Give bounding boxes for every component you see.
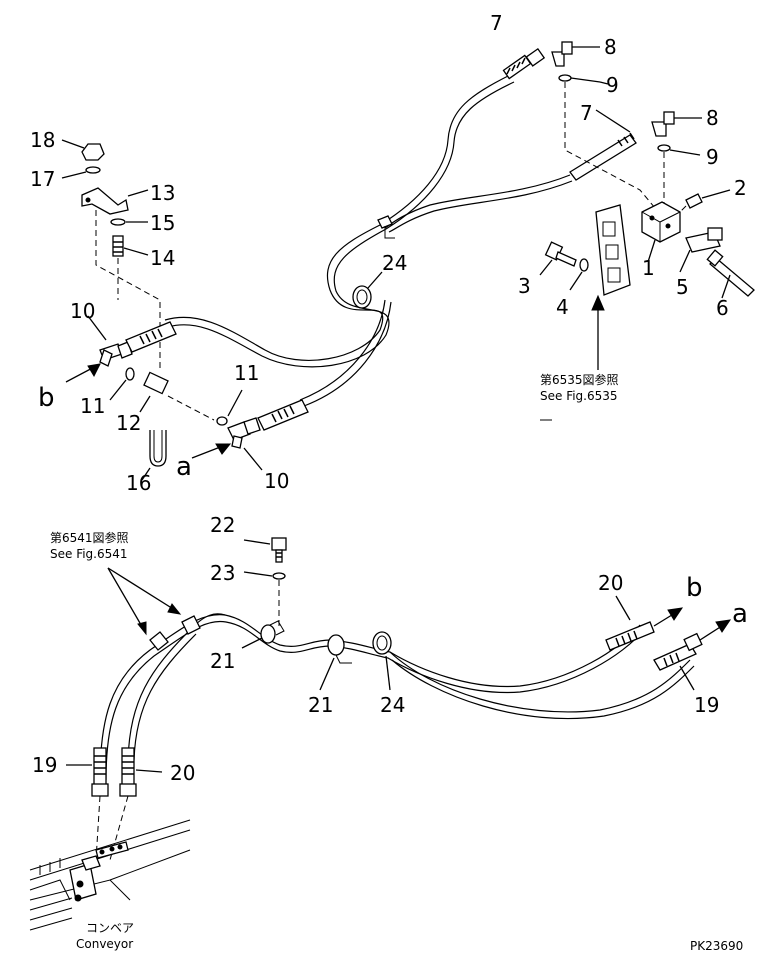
bolt-3 [539,241,577,276]
callout-14: 14 [150,246,175,270]
callout-24-bottom: 24 [380,693,405,717]
callout-13: 13 [150,181,175,205]
callout-9-right: 9 [706,145,719,169]
connection-b-bottom: b [686,573,703,603]
hose-end-20-right [605,595,684,651]
o-ring-11-right [216,416,228,426]
plug-2 [679,189,731,213]
ref-6535-jp: 第6535図参照 [540,372,619,387]
sleeve-12 [139,371,215,421]
callout-23: 23 [210,561,235,585]
callout-20-right: 20 [598,571,623,595]
u-bolt-16 [141,430,167,481]
callout-7-top: 7 [490,11,503,35]
connection-a-bottom: a [732,599,748,629]
mounting-plate [591,204,631,370]
callout-5: 5 [676,275,689,299]
washer-4 [579,258,589,272]
callout-22: 22 [210,513,235,537]
callout-6: 6 [716,296,729,320]
callout-19-left: 19 [32,753,57,777]
tee-10-upper [65,315,177,383]
upper-hose-assembly [164,74,573,407]
callout-labels: 7 8 9 7 8 9 2 1 3 4 5 6 18 17 13 15 14 1… [30,11,748,785]
callout-10-lower: 10 [264,469,289,493]
diagram-id: PK23690 [690,939,743,953]
fitting-7-upper [502,47,546,80]
callout-4: 4 [556,295,569,319]
o-ring-11-left [125,367,135,381]
callout-21-right: 21 [308,693,333,717]
callout-15: 15 [150,211,175,235]
lower-hose-assembly [99,537,695,781]
elbow-8-upper [551,41,600,67]
ref-6535-en: See Fig.6535 [540,389,618,403]
washer-9-right [657,144,671,152]
callout-9-top: 9 [606,73,619,97]
conveyor-sketch [29,819,191,931]
callout-11-left: 11 [80,394,105,418]
hose-end-19-right [653,619,732,691]
callout-2: 2 [734,176,747,200]
callout-3: 3 [518,274,531,298]
connection-a-top: a [176,452,192,482]
hose-ends-left [66,747,163,861]
callout-18: 18 [30,128,55,152]
fitting-7-right [569,109,637,181]
washer-9-upper [558,74,572,82]
callout-16: 16 [126,471,151,495]
conveyor-label-en: Conveyor [76,937,133,951]
callout-17: 17 [30,167,55,191]
tee-10-lower [191,399,309,471]
callout-7-right: 7 [580,101,593,125]
connection-b-top: b [38,383,55,413]
conveyor-label-jp: コンベア [86,921,134,935]
callout-11-right: 11 [234,361,259,385]
valve-block-1 [641,201,681,263]
callout-24-top: 24 [382,251,407,275]
callout-20-left: 20 [170,761,195,785]
ref-6541-jp: 第6541図参照 [50,530,129,545]
elbow-8-right [651,111,702,137]
ref-6541-en: See Fig.6541 [50,547,128,561]
callout-8-right: 8 [706,106,719,130]
callout-21-left: 21 [210,649,235,673]
bracket-assembly-13 [61,139,161,370]
callout-8-top: 8 [604,35,617,59]
callout-12: 12 [116,411,141,435]
callout-10-upper: 10 [70,299,95,323]
fitting-5 [679,227,723,273]
hose-end-6 [706,249,755,299]
callout-1: 1 [642,256,655,280]
callout-19-right: 19 [694,693,719,717]
figure-references: 第6535図参照 See Fig.6535 第6541図参照 See Fig.6… [50,372,743,953]
